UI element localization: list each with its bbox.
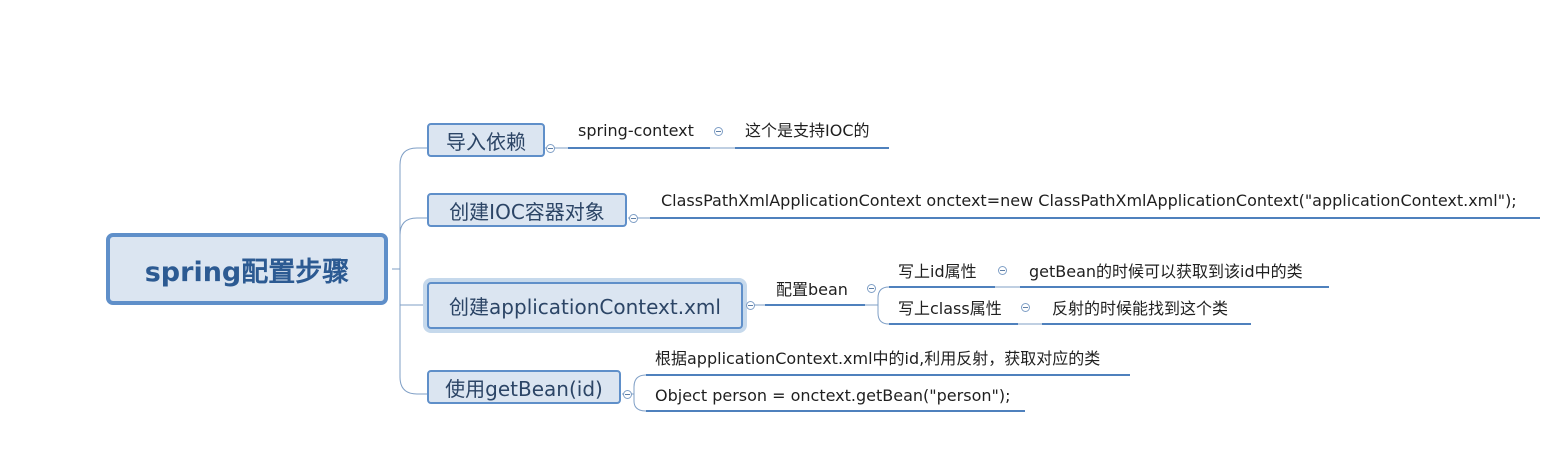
collapse-toggle-icon[interactable] xyxy=(623,390,632,399)
subtopic-context-code[interactable]: ClassPathXmlApplicationContext onctext=n… xyxy=(661,191,1517,211)
collapse-toggle-icon[interactable] xyxy=(546,144,555,153)
topic-create-ioc-container[interactable]: 创建IOC容器对象 xyxy=(427,193,627,227)
collapse-toggle-icon[interactable] xyxy=(867,284,876,293)
collapse-toggle-icon[interactable] xyxy=(998,266,1007,275)
topic-use-getbean[interactable]: 使用getBean(id) xyxy=(427,370,621,404)
subtopic-label: 写上class属性 xyxy=(898,299,1002,318)
subtopic-reflection-note[interactable]: 根据applicationContext.xml中的id,利用反射，获取对应的类 xyxy=(655,349,1100,369)
topic-create-application-context-xml[interactable]: 创建applicationContext.xml xyxy=(427,282,743,329)
root-topic[interactable]: spring配置步骤 xyxy=(106,233,388,305)
collapse-toggle-icon[interactable] xyxy=(746,301,755,310)
subtopic-spring-context[interactable]: spring-context xyxy=(578,121,694,141)
subtopic-label: Object person = onctext.getBean("person"… xyxy=(655,386,1011,405)
note-label: 这个是支持IOC的 xyxy=(745,121,870,140)
subtopic-write-id-attribute[interactable]: 写上id属性 xyxy=(898,262,977,282)
collapse-toggle-icon[interactable] xyxy=(714,127,723,136)
note-label: getBean的时候可以获取到该id中的类 xyxy=(1029,262,1303,281)
topic-label: 使用getBean(id) xyxy=(445,376,603,401)
note-label: 反射的时候能找到这个类 xyxy=(1052,299,1229,318)
subtopic-label: 配置bean xyxy=(776,280,848,299)
note-reflection-class[interactable]: 反射的时候能找到这个类 xyxy=(1052,299,1228,319)
subtopic-label: ClassPathXmlApplicationContext onctext=n… xyxy=(661,191,1517,210)
subtopic-configure-bean[interactable]: 配置bean xyxy=(776,280,848,300)
collapse-toggle-icon[interactable] xyxy=(629,214,638,223)
subtopic-label: 根据applicationContext.xml中的id,利用反射，获取对应的类 xyxy=(655,349,1101,368)
topic-label: 导入依赖 xyxy=(446,129,526,154)
subtopic-write-class-attribute[interactable]: 写上class属性 xyxy=(898,299,1002,319)
topic-import-dependencies[interactable]: 导入依赖 xyxy=(427,123,545,157)
collapse-toggle-icon[interactable] xyxy=(1021,303,1030,312)
subtopic-label: spring-context xyxy=(578,121,694,140)
topic-label: 创建IOC容器对象 xyxy=(449,199,605,224)
note-getbean-id[interactable]: getBean的时候可以获取到该id中的类 xyxy=(1029,262,1303,282)
subtopic-label: 写上id属性 xyxy=(898,262,977,281)
note-ioc-support[interactable]: 这个是支持IOC的 xyxy=(745,121,870,141)
root-topic-label: spring配置步骤 xyxy=(144,256,350,288)
subtopic-getbean-code[interactable]: Object person = onctext.getBean("person"… xyxy=(655,386,1010,406)
topic-label: 创建applicationContext.xml xyxy=(449,295,721,319)
